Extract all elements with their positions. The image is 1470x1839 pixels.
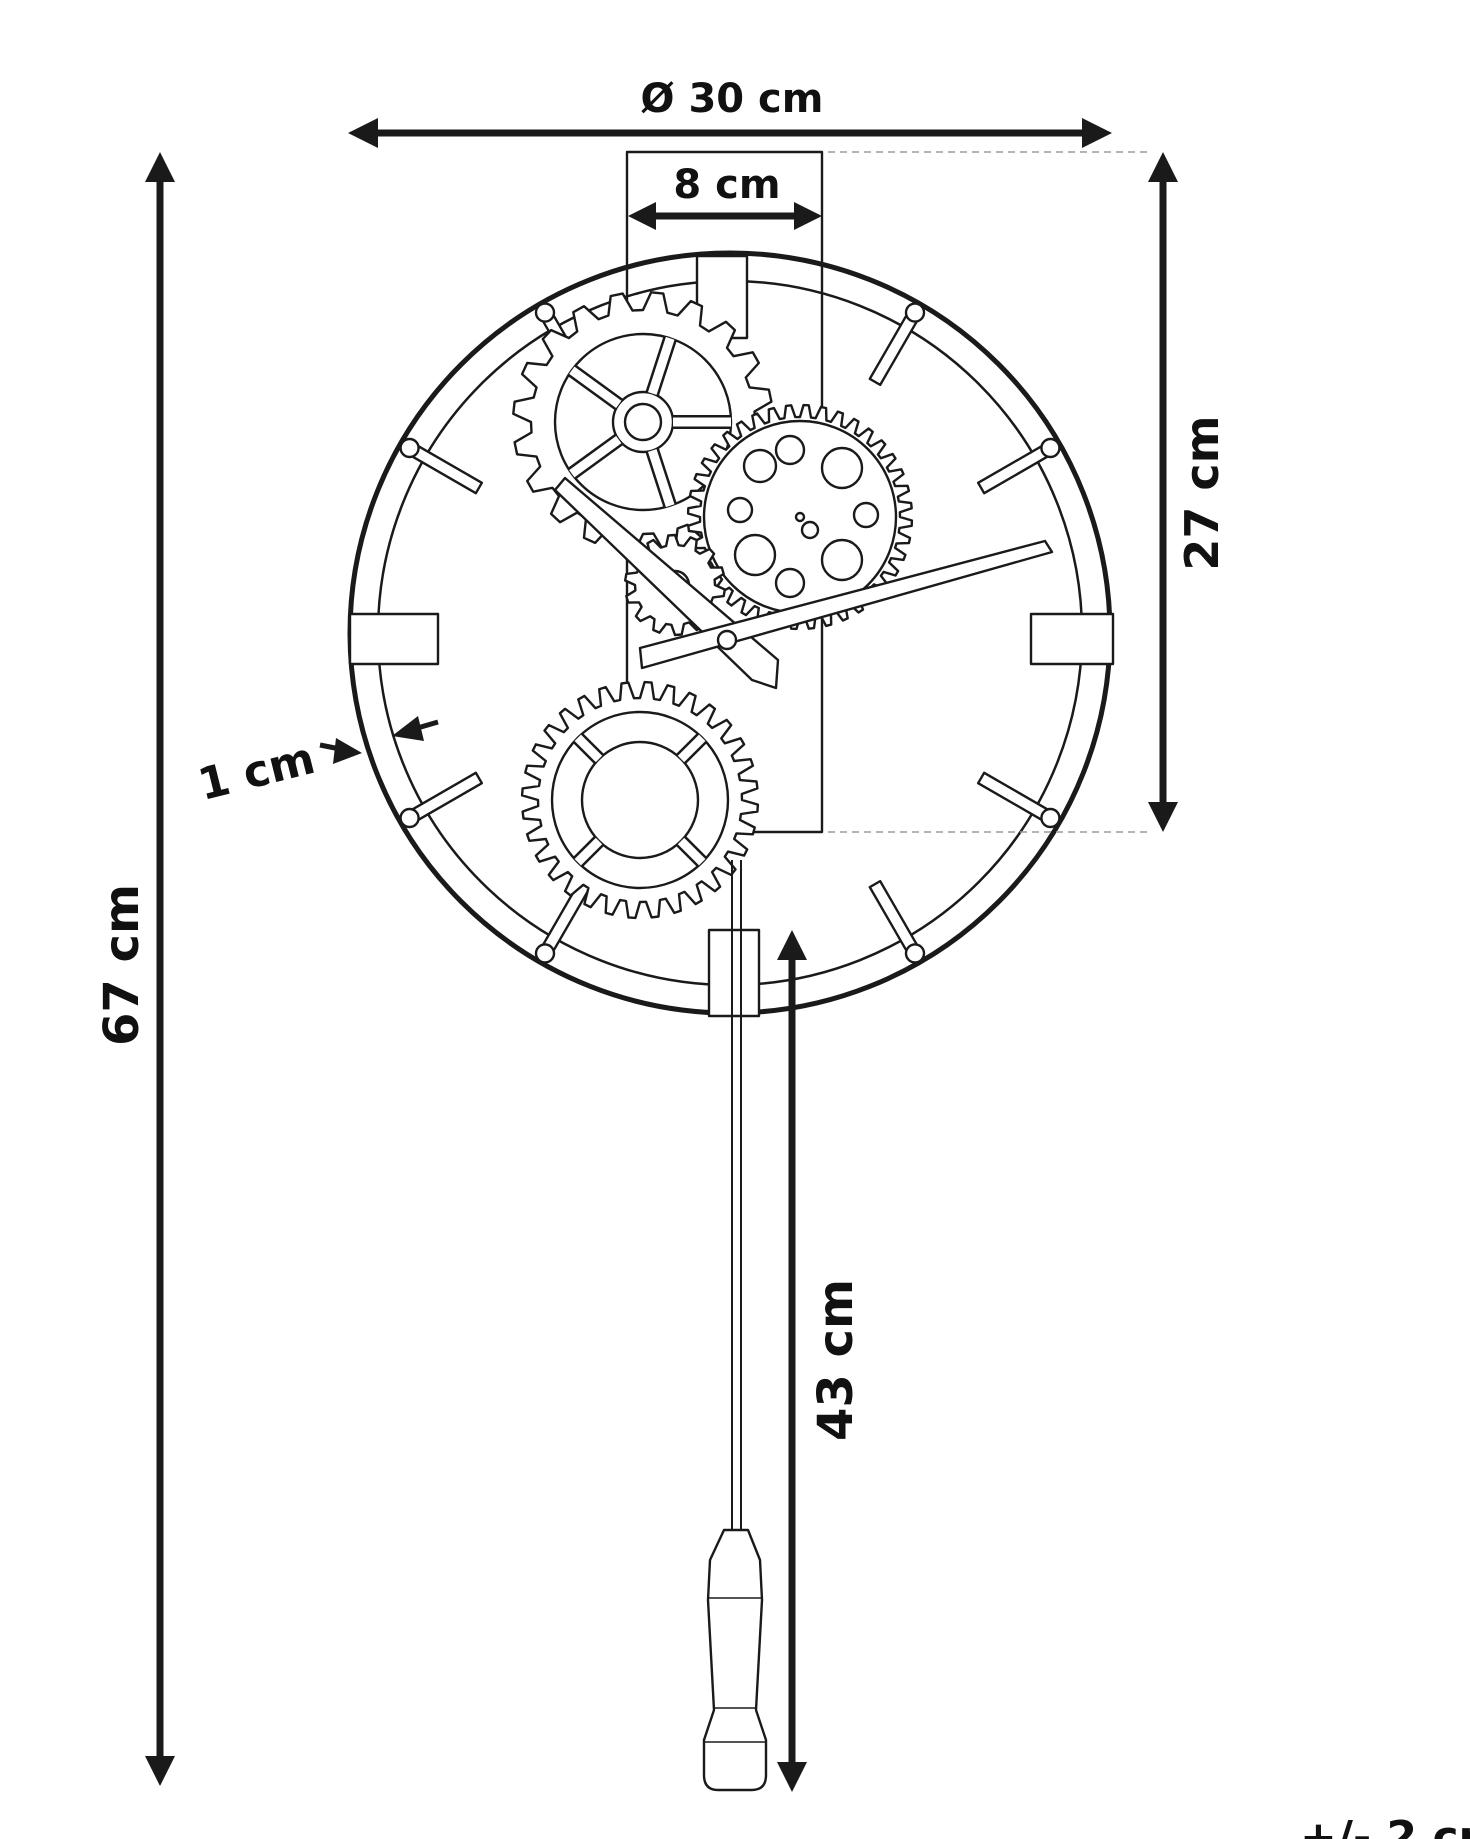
clock-hands xyxy=(553,476,1054,690)
gear-right xyxy=(686,403,914,631)
pendulum xyxy=(702,860,768,1792)
hand-pivot xyxy=(716,629,738,651)
hour-stick xyxy=(976,437,1061,495)
hour-stick xyxy=(399,771,484,829)
dimension-arrows xyxy=(145,118,1178,1792)
hour-stick xyxy=(868,302,926,387)
marker-3 xyxy=(1029,612,1115,666)
rim-depth-label: 1 cm xyxy=(193,733,320,811)
total-height-label: 67 cm xyxy=(94,884,150,1046)
pendulum-length-label: 43 cm xyxy=(808,1279,864,1441)
diameter-label: Ø 30 cm xyxy=(641,76,824,122)
bracket-height-label: 27 cm xyxy=(1175,415,1229,570)
hour-stick xyxy=(976,771,1061,829)
bracket-width-label: 8 cm xyxy=(673,162,780,208)
minute-hand xyxy=(638,539,1054,670)
marker-6 xyxy=(707,928,761,1018)
hour-stick xyxy=(868,879,926,964)
guide-lines xyxy=(828,151,1150,833)
gear-bottom xyxy=(520,680,760,920)
hour-stick xyxy=(399,437,484,495)
gear-top-left xyxy=(512,291,774,553)
marker-9 xyxy=(348,612,440,666)
hour-stick xyxy=(534,879,592,964)
tolerance-label: +/- 2 cm xyxy=(1300,1812,1470,1839)
